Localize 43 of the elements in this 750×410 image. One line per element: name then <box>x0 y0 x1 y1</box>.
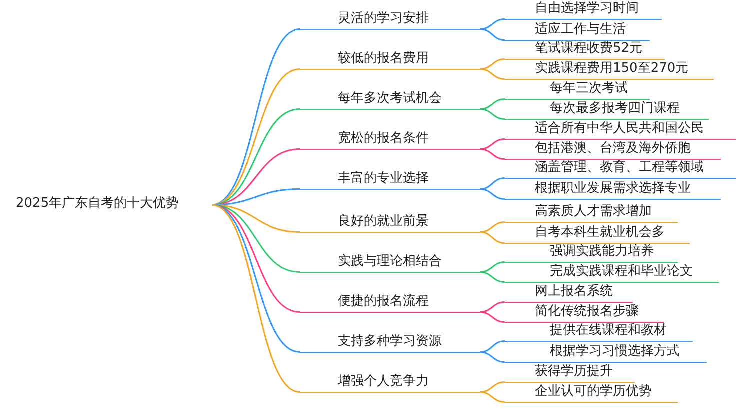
connector-line <box>480 392 506 403</box>
branch-topic: 宽松的报名条件 <box>300 130 480 150</box>
leaf-topic: 包括港澳、台湾及海外侨胞 <box>505 140 721 160</box>
connector-line <box>480 108 506 120</box>
connector-line <box>480 28 506 41</box>
leaf-topic: 适合所有中华人民共和国公民 <box>505 120 736 140</box>
leaf-topic: 根据职业发展需求选择专业 <box>505 180 721 200</box>
connector-line <box>212 204 300 393</box>
branch-topic: 增强个人竞争力 <box>300 373 480 393</box>
branch-topic: 灵活的学习安排 <box>300 10 480 30</box>
connector-line <box>212 188 300 206</box>
connector-line <box>480 148 506 160</box>
leaf-topic: 完成实践课程和毕业论文 <box>505 263 719 283</box>
connector-line <box>480 68 506 80</box>
leaf-topic: 每次最多报考四门课程 <box>505 100 709 120</box>
leaf-topic: 笔试课程收费52元 <box>505 40 665 60</box>
leaf-topic: 自考本科生就业机会多 <box>505 224 690 244</box>
leaf-topic: 每年三次考试 <box>505 80 650 100</box>
connector-line <box>480 188 506 200</box>
connector-line <box>480 272 506 283</box>
leaf-topic: 适应工作与生活 <box>505 21 650 41</box>
leaf-topic: 高素质人才需求增加 <box>505 203 678 223</box>
leaf-topic: 获得学历提升 <box>505 363 635 383</box>
leaf-topic: 强调实践能力培养 <box>505 243 678 263</box>
branch-topic: 实践与理论相结合 <box>300 253 480 273</box>
branch-topic: 支持多种学习资源 <box>300 333 480 353</box>
branch-topic: 较低的报名费用 <box>300 50 480 70</box>
leaf-topic: 简化传统报名步骤 <box>505 303 664 323</box>
root-topic: 2025年广东自考的十大优势 <box>10 195 212 215</box>
leaf-topic: 根据学习习惯选择方式 <box>505 343 707 363</box>
branch-topic: 便捷的报名流程 <box>300 293 480 313</box>
branch-topic: 良好的就业前景 <box>300 213 480 233</box>
leaf-topic: 提供在线课程和教材 <box>505 322 693 342</box>
leaf-topic: 自由选择学习时间 <box>505 0 662 20</box>
branch-topic: 每年多次考试机会 <box>300 90 480 110</box>
leaf-topic: 实践课程费用150至270元 <box>505 60 714 80</box>
connector-line <box>480 312 506 323</box>
connector-line <box>480 232 506 244</box>
leaf-topic: 网上报名系统 <box>505 283 633 303</box>
leaf-topic: 涵盖管理、教育、工程等领域 <box>505 159 736 179</box>
branch-topic: 丰富的专业选择 <box>300 170 480 190</box>
connector-line <box>480 352 506 363</box>
leaf-topic: 企业认可的学历优势 <box>505 383 678 403</box>
